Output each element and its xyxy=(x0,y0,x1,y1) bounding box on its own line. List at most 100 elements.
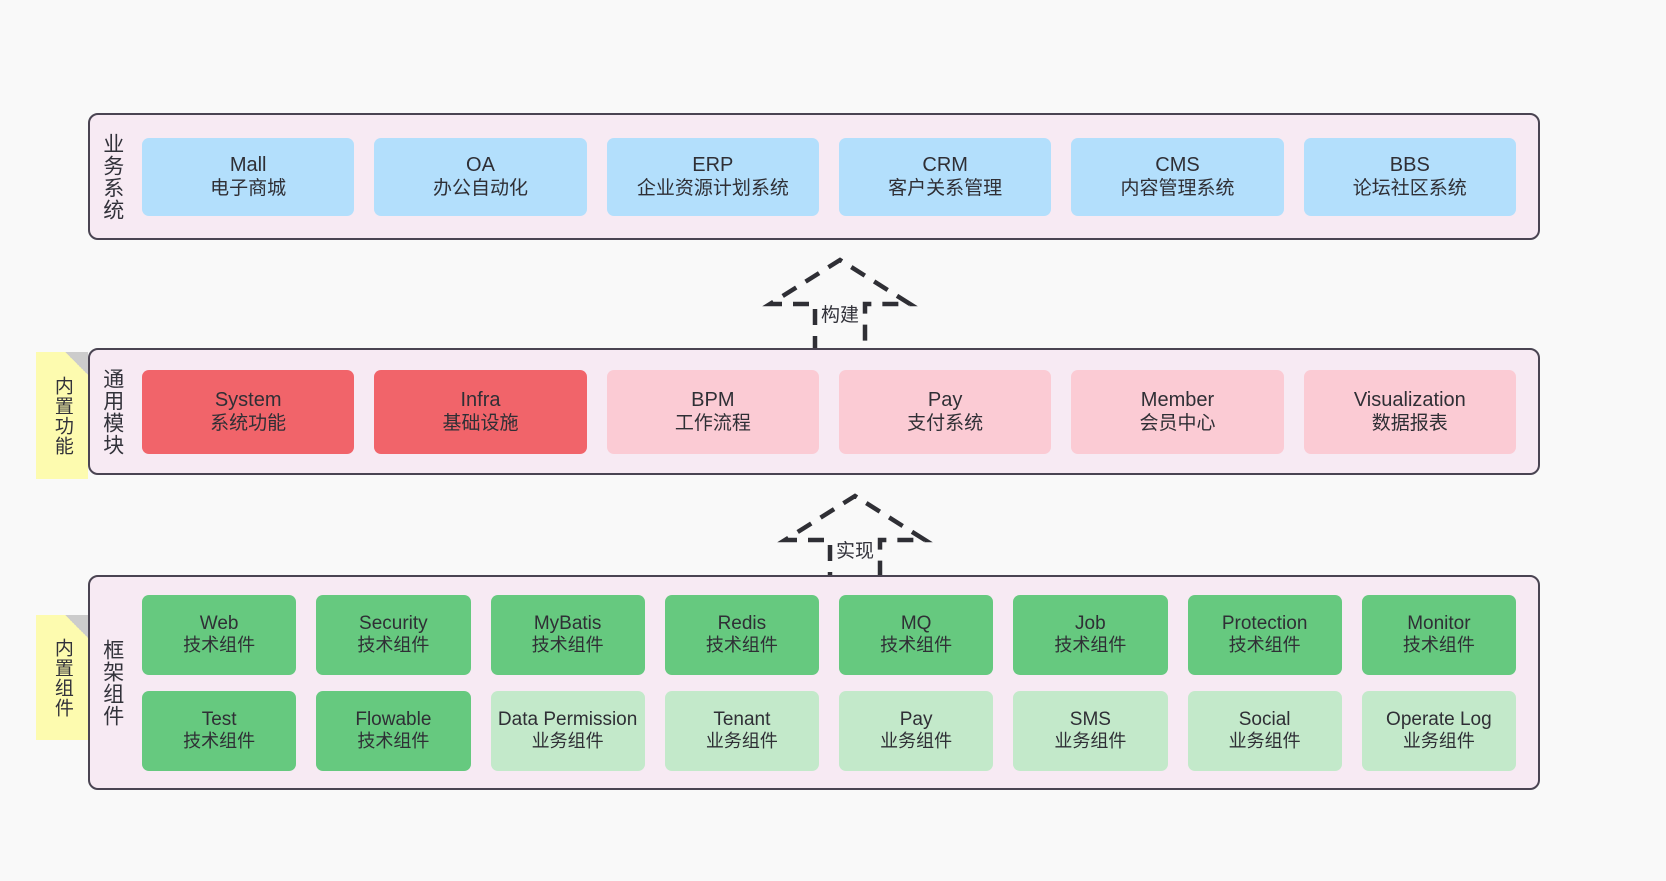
card-title: Mall xyxy=(229,153,267,176)
component-card-redis[interactable]: Redis 技术组件 xyxy=(664,594,819,675)
card-title: Pay xyxy=(927,388,963,411)
card-subtitle: 会员中心 xyxy=(1139,413,1216,435)
folded-corner-icon xyxy=(65,615,88,638)
layer-body-framework: Web 技术组件 Security 技术组件 MyBatis 技术组件 Redi… xyxy=(134,577,1538,788)
card-title: OA xyxy=(466,153,495,176)
dashed-up-arrow-icon xyxy=(777,493,933,588)
component-card-data-permission[interactable]: Data Permission 业务组件 xyxy=(490,690,645,771)
card-subtitle: 业务组件 xyxy=(880,731,953,752)
module-card-member[interactable]: Member 会员中心 xyxy=(1071,369,1284,454)
card-title: ERP xyxy=(692,153,734,176)
card-subtitle: 技术组件 xyxy=(880,635,953,656)
card-title: Redis xyxy=(717,612,767,634)
folded-corner-icon xyxy=(65,352,88,375)
card-subtitle: 基础设施 xyxy=(442,413,519,435)
component-card-pay[interactable]: Pay 业务组件 xyxy=(839,690,994,771)
card-subtitle: 电子商城 xyxy=(210,178,287,200)
system-card-mall[interactable]: Mall 电子商城 xyxy=(142,137,355,216)
connector-build: 构建 xyxy=(760,256,920,352)
card-title: Infra xyxy=(460,388,501,411)
component-card-mybatis[interactable]: MyBatis 技术组件 xyxy=(490,594,645,675)
card-subtitle: 技术组件 xyxy=(183,635,256,656)
card-title: Pay xyxy=(899,708,933,730)
layer-title-modules: 通用模块 xyxy=(100,367,124,456)
card-title: Security xyxy=(359,612,428,634)
layer-row: Web 技术组件 Security 技术组件 MyBatis 技术组件 Redi… xyxy=(142,594,1516,675)
module-card-visualization[interactable]: Visualization 数据报表 xyxy=(1303,369,1516,454)
layer-row: Mall 电子商城 OA 办公自动化 ERP 企业资源计划系统 CRM 客户关系… xyxy=(142,137,1516,216)
sticky-note-builtin-component: 内置组件 xyxy=(36,615,88,740)
card-title: MyBatis xyxy=(533,612,602,634)
layer-body-modules: System 系统功能 Infra 基础设施 BPM 工作流程 Pay 支付系统… xyxy=(134,350,1538,473)
component-card-sms[interactable]: SMS 业务组件 xyxy=(1013,690,1168,771)
layer-title-business: 业务系统 xyxy=(100,132,124,221)
system-card-bbs[interactable]: BBS 论坛社区系统 xyxy=(1303,137,1516,216)
module-card-bpm[interactable]: BPM 工作流程 xyxy=(606,369,819,454)
card-title: Member xyxy=(1140,388,1215,411)
card-subtitle: 技术组件 xyxy=(1054,635,1127,656)
component-card-operate-log[interactable]: Operate Log 业务组件 xyxy=(1361,690,1516,771)
card-title: SMS xyxy=(1069,708,1111,730)
card-title: Web xyxy=(199,612,239,634)
component-card-security[interactable]: Security 技术组件 xyxy=(316,594,471,675)
card-subtitle: 业务组件 xyxy=(1402,731,1475,752)
layer-title-framework: 框架组件 xyxy=(100,638,124,727)
card-title: Protection xyxy=(1221,612,1308,634)
card-subtitle: 数据报表 xyxy=(1371,413,1448,435)
card-title: System xyxy=(214,388,282,411)
card-subtitle: 业务组件 xyxy=(531,731,604,752)
card-subtitle: 业务组件 xyxy=(705,731,778,752)
system-card-erp[interactable]: ERP 企业资源计划系统 xyxy=(606,137,819,216)
layer-row: Test 技术组件 Flowable 技术组件 Data Permission … xyxy=(142,690,1516,771)
module-card-system[interactable]: System 系统功能 xyxy=(142,369,355,454)
note-label: 内置功能 xyxy=(51,375,73,456)
component-card-mq[interactable]: MQ 技术组件 xyxy=(839,594,994,675)
note-label: 内置组件 xyxy=(51,637,73,718)
connector-label-build: 构建 xyxy=(820,305,859,326)
card-subtitle: 技术组件 xyxy=(1228,635,1301,656)
card-title: Social xyxy=(1238,708,1291,730)
card-title: BPM xyxy=(691,388,735,411)
card-subtitle: 业务组件 xyxy=(1054,731,1127,752)
card-subtitle: 技术组件 xyxy=(183,731,256,752)
card-subtitle: 技术组件 xyxy=(357,635,430,656)
component-card-web[interactable]: Web 技术组件 xyxy=(142,594,297,675)
card-subtitle: 业务组件 xyxy=(1228,731,1301,752)
component-card-social[interactable]: Social 业务组件 xyxy=(1187,690,1342,771)
system-card-cms[interactable]: CMS 内容管理系统 xyxy=(1071,137,1284,216)
card-subtitle: 内容管理系统 xyxy=(1120,178,1235,200)
component-card-flowable[interactable]: Flowable 技术组件 xyxy=(316,690,471,771)
module-card-infra[interactable]: Infra 基础设施 xyxy=(374,369,587,454)
dashed-up-arrow-icon xyxy=(762,257,918,352)
card-title: Operate Log xyxy=(1386,708,1492,730)
connector-implement: 实现 xyxy=(775,492,935,588)
card-subtitle: 系统功能 xyxy=(210,413,287,435)
module-card-pay[interactable]: Pay 支付系统 xyxy=(838,369,1052,454)
component-card-protection[interactable]: Protection 技术组件 xyxy=(1187,594,1342,675)
layer-framework-components: 框架组件 Web 技术组件 Security 技术组件 MyBatis 技术组件… xyxy=(88,575,1540,790)
connector-label-implement: 实现 xyxy=(835,541,874,562)
layer-business-systems: 业务系统 Mall 电子商城 OA 办公自动化 ERP 企业资源计划系统 CRM… xyxy=(88,113,1540,240)
component-card-job[interactable]: Job 技术组件 xyxy=(1013,594,1168,675)
component-card-tenant[interactable]: Tenant 业务组件 xyxy=(664,690,819,771)
component-card-test[interactable]: Test 技术组件 xyxy=(142,690,297,771)
system-card-oa[interactable]: OA 办公自动化 xyxy=(374,137,587,216)
card-title: Monitor xyxy=(1407,612,1471,634)
system-card-crm[interactable]: CRM 客户关系管理 xyxy=(838,137,1052,216)
card-title: Visualization xyxy=(1353,388,1466,411)
card-title: Job xyxy=(1075,612,1106,634)
layer-body-business: Mall 电子商城 OA 办公自动化 ERP 企业资源计划系统 CRM 客户关系… xyxy=(134,115,1538,238)
card-subtitle: 技术组件 xyxy=(705,635,778,656)
card-title: CRM xyxy=(922,153,968,176)
layer-common-modules: 通用模块 System 系统功能 Infra 基础设施 BPM 工作流程 Pay… xyxy=(88,348,1540,475)
card-subtitle: 技术组件 xyxy=(357,731,430,752)
card-subtitle: 技术组件 xyxy=(531,635,604,656)
card-subtitle: 办公自动化 xyxy=(432,178,528,200)
card-subtitle: 论坛社区系统 xyxy=(1352,178,1467,200)
card-title: Flowable xyxy=(355,708,432,730)
card-title: Data Permission xyxy=(497,708,638,730)
card-subtitle: 企业资源计划系统 xyxy=(636,178,789,200)
card-title: Tenant xyxy=(713,708,771,730)
card-title: Test xyxy=(201,708,237,730)
component-card-monitor[interactable]: Monitor 技术组件 xyxy=(1361,594,1516,675)
